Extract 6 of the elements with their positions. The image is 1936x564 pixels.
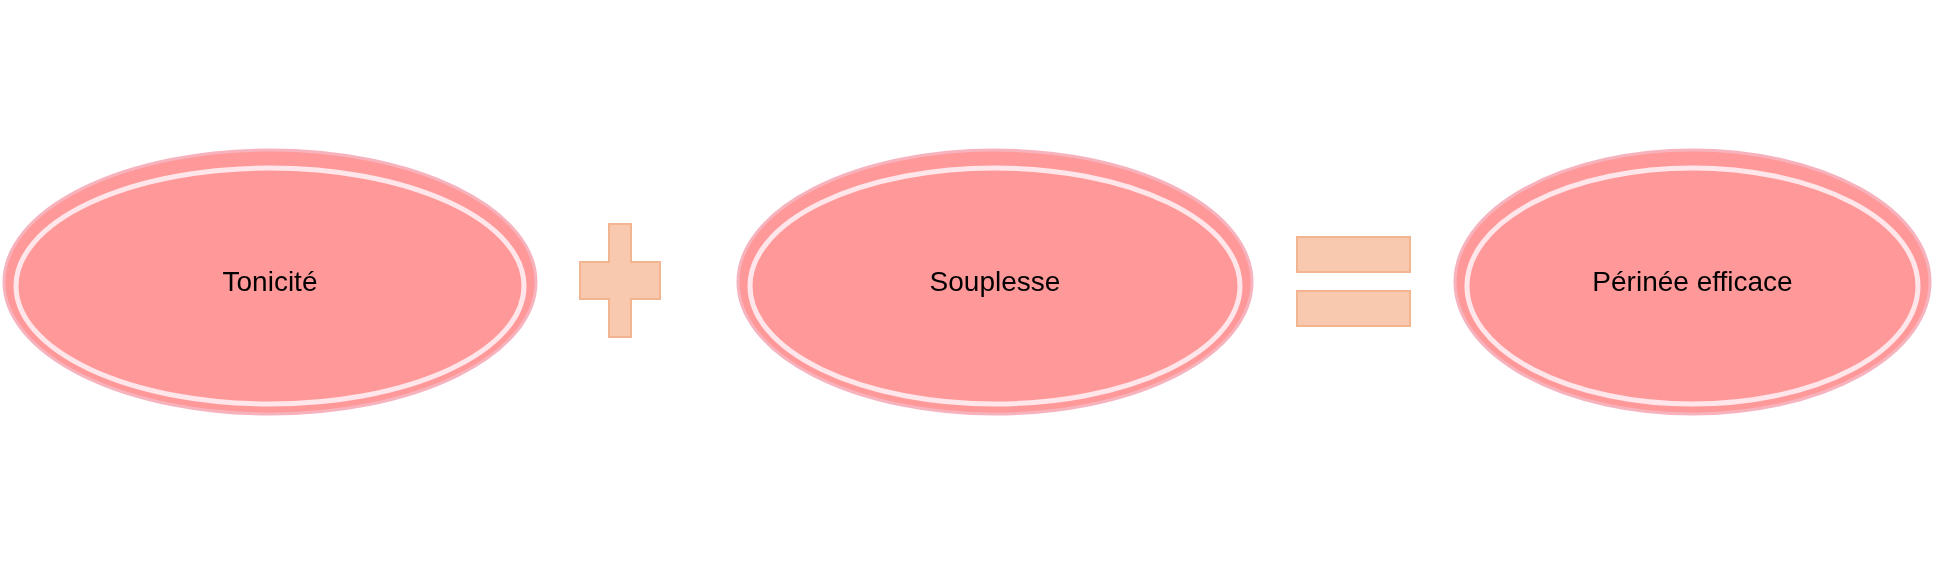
ellipse-node [2,148,538,416]
node-text: Tonicité [222,265,318,300]
node-text: Souplesse [929,265,1061,300]
node-text: Périnée efficace [1592,265,1793,300]
ellipse-node [1453,148,1932,416]
ellipse-node [736,148,1254,416]
